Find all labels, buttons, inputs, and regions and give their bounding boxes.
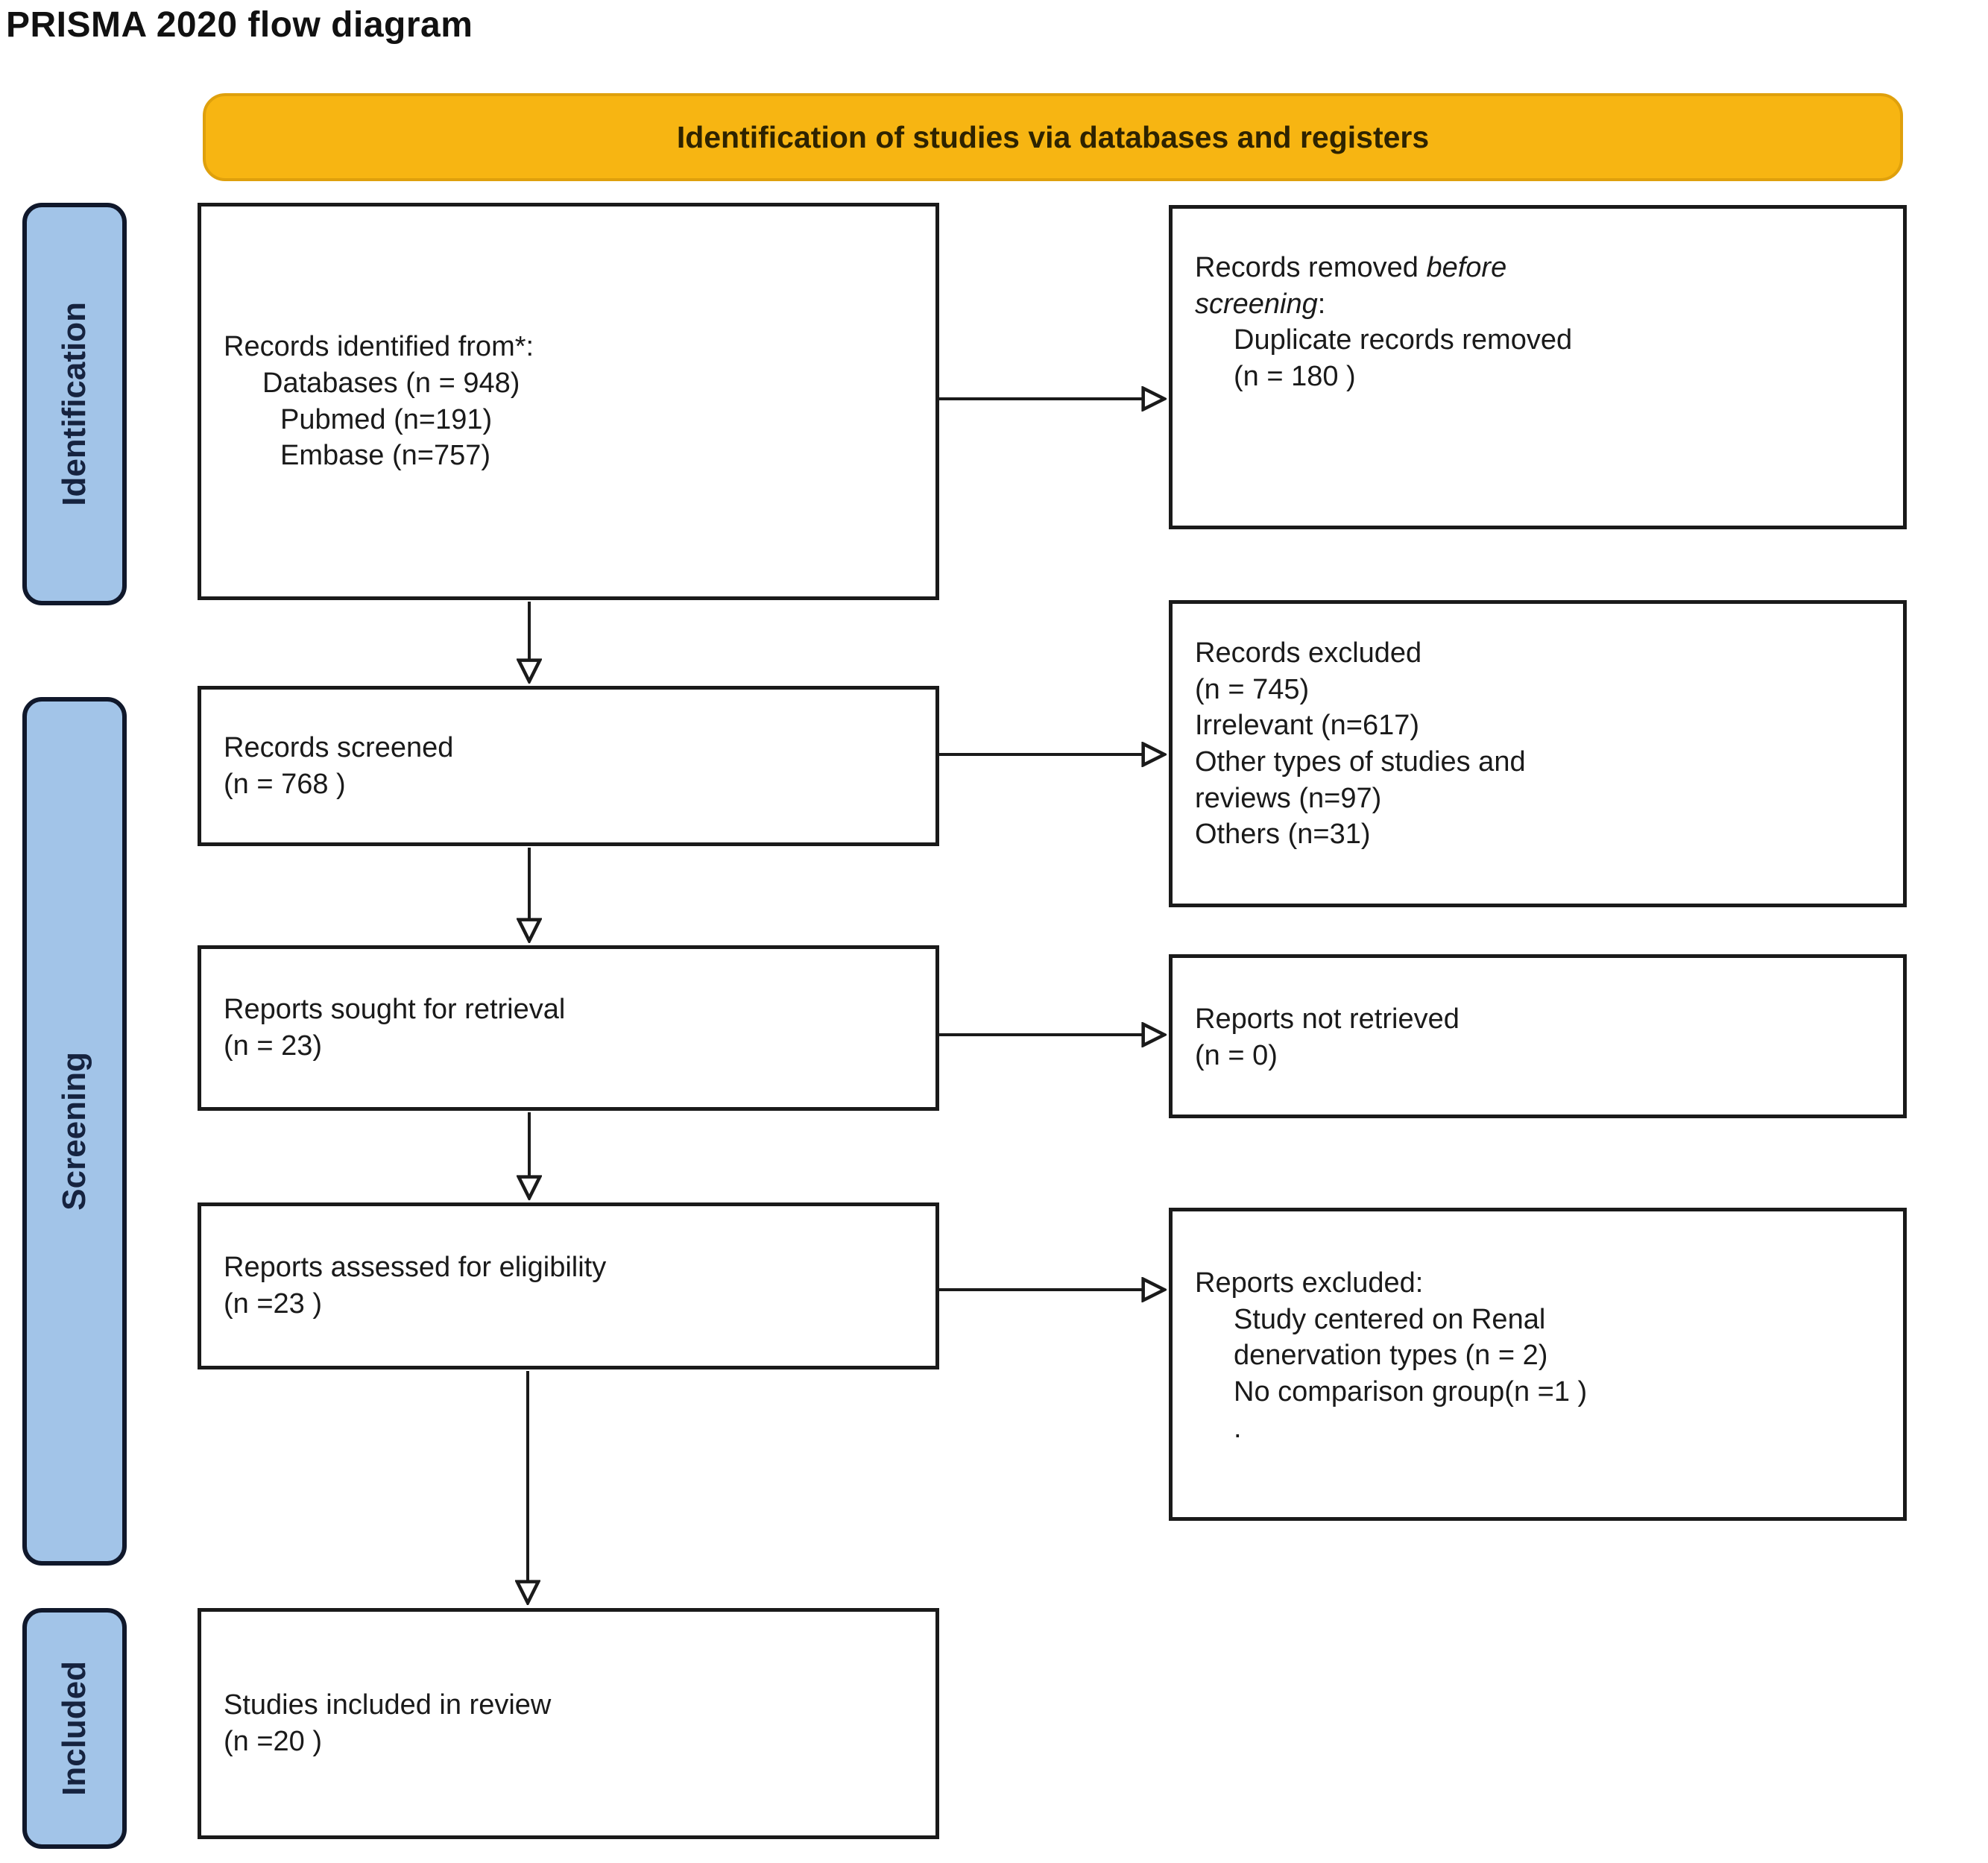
line-reports-assessed: Reports assessed for eligibility [224,1252,607,1284]
line-records-excluded-count: (n = 745) [1195,673,1310,705]
line-records-removed-2: screening: [1195,288,1326,320]
line-reports-not-retrieved-count: (n = 0) [1195,1039,1278,1071]
line-reports-sought-count: (n = 23) [224,1030,323,1062]
line-study-centered-2: denervation types (n = 2) [1234,1340,1548,1372]
box-reports-assessed: Reports assessed for eligibility (n =23 … [198,1202,939,1369]
line-pubmed-count: Pubmed (n=191) [280,403,493,435]
line-study-centered-1: Study centered on Renal [1234,1303,1546,1335]
box-reports-not-retrieved: Reports not retrieved (n = 0) [1169,954,1907,1118]
line-studies-included: Studies included in review [224,1689,552,1721]
line-records-removed-1: Records removed before [1195,252,1507,283]
stage-bar-included: Included [22,1608,127,1849]
line-others-count: Others (n=31) [1195,819,1371,851]
box-reports-excluded: Reports excluded: Study centered on Rena… [1169,1208,1907,1521]
line-databases-count: Databases (n = 948) [262,367,520,399]
line-duplicate-records-count: (n = 180 ) [1234,360,1356,392]
box-records-identified: Records identified from*: Databases (n =… [198,203,939,600]
stage-bar-identification: Identification [22,203,127,605]
line-other-types-2: reviews (n=97) [1195,782,1382,814]
stage-label-screening: Screening [56,1052,92,1211]
box-studies-included: Studies included in review (n =20 ) [198,1608,939,1839]
banner-label: Identification of studies via databases … [676,119,1430,154]
line-reports-not-retrieved: Reports not retrieved [1195,1003,1460,1035]
line-embase-count: Embase (n=757) [280,440,490,472]
line-records-screened-count: (n = 768 ) [224,768,346,800]
stage-bar-screening: Screening [22,697,127,1566]
box-records-screened: Records screened (n = 768 ) [198,686,939,846]
line-reports-sought: Reports sought for retrieval [224,994,566,1026]
line-stray-period: . [1234,1412,1242,1444]
line-records-excluded: Records excluded [1195,637,1422,669]
box-reports-sought: Reports sought for retrieval (n = 23) [198,945,939,1111]
line-reports-assessed-count: (n =23 ) [224,1288,323,1320]
banner-identification-of-studies: Identification of studies via databases … [203,93,1903,181]
box-records-excluded: Records excluded (n = 745) Irrelevant (n… [1169,600,1907,907]
line-records-identified: Records identified from*: [224,331,534,363]
line-studies-included-count: (n =20 ) [224,1726,323,1757]
line-irrelevant-count: Irrelevant (n=617) [1195,710,1419,742]
box-records-removed-before-screening: Records removed before screening: Duplic… [1169,205,1907,529]
line-duplicate-records: Duplicate records removed [1234,324,1573,356]
line-reports-excluded: Reports excluded: [1195,1267,1424,1299]
line-other-types-1: Other types of studies and [1195,745,1526,778]
page-title: PRISMA 2020 flow diagram [6,5,473,45]
stage-label-identification: Identification [56,302,92,506]
line-records-screened: Records screened [224,731,454,763]
stage-label-included: Included [56,1661,92,1796]
line-no-comparison-group: No comparison group(n =1 ) [1234,1375,1588,1408]
